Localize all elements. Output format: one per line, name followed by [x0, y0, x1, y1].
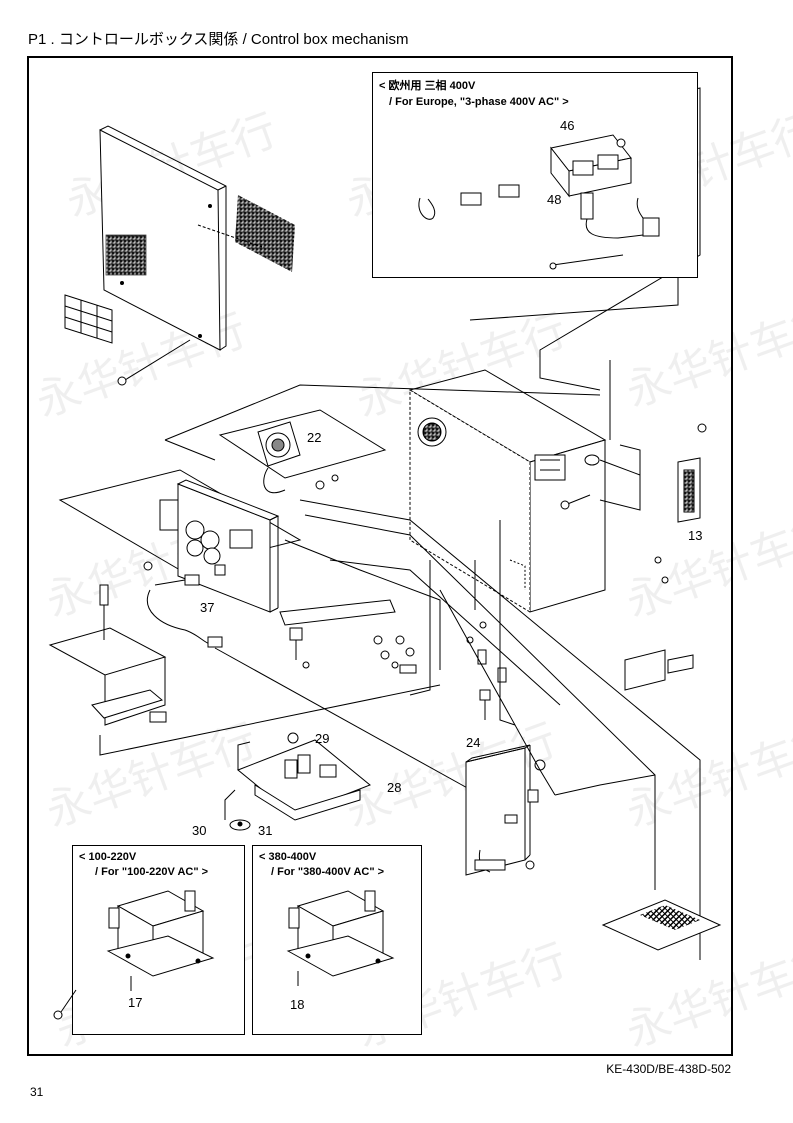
- cable-assembly: [143, 561, 223, 648]
- callout-17: 17: [128, 995, 143, 1010]
- terminal-strip: [279, 599, 396, 669]
- transformer-380-400-drawing: [286, 890, 395, 986]
- rear-cover-panel: [99, 125, 227, 351]
- inset-100-220-line2: / For "100-220V AC" >: [95, 866, 209, 878]
- inset-100-220v: < 100-220V / For "100-220V AC" >: [72, 845, 245, 1035]
- screw-icon: [53, 989, 77, 1020]
- control-box-housing: [408, 369, 607, 613]
- fan-assembly: [218, 409, 387, 493]
- driver-pcb: [465, 689, 546, 876]
- inset-380-400v: < 380-400V / For "380-400V AC" >: [252, 845, 422, 1035]
- inset-380-400-line2: / For "380-400V AC" >: [271, 866, 385, 878]
- callout-48: 48: [547, 192, 562, 207]
- callout-24: 24: [466, 735, 481, 750]
- callout-22: 22: [307, 430, 322, 445]
- europe-parts-drawing: [418, 134, 660, 270]
- callout-46: 46: [560, 118, 575, 133]
- callout-37: 37: [200, 600, 215, 615]
- callout-13: 13: [688, 528, 703, 543]
- inset-europe-line2: / For Europe, "3-phase 400V AC" >: [389, 96, 569, 108]
- diagram-frame: [27, 56, 733, 1056]
- terminal-hardware: [373, 621, 507, 683]
- model-code: KE-430D/BE-438D-502: [606, 1062, 731, 1076]
- callout-30: 30: [192, 823, 207, 838]
- callout-29: 29: [315, 731, 330, 746]
- callout-18: 18: [290, 997, 305, 1012]
- inset-europe-line1: < 欧州用 三相 400V: [379, 80, 476, 92]
- inset-380-400-line1: < 380-400V: [259, 851, 317, 863]
- mount-bracket: [48, 584, 441, 756]
- main-pcb: [159, 479, 280, 613]
- page-title: P1 . コントロールボックス関係 / Control box mechanis…: [28, 31, 409, 48]
- sub-pcb: [224, 732, 371, 821]
- connector-13: [560, 423, 707, 584]
- callout-28: 28: [387, 780, 402, 795]
- transformer-100-220-drawing: [106, 890, 215, 991]
- callout-31: 31: [258, 823, 273, 838]
- inset-100-220-line1: < 100-220V: [79, 851, 137, 863]
- inset-europe-3phase: < 欧州用 三相 400V / For Europe, "3-phase 400…: [372, 72, 698, 278]
- page-number: 31: [30, 1085, 44, 1099]
